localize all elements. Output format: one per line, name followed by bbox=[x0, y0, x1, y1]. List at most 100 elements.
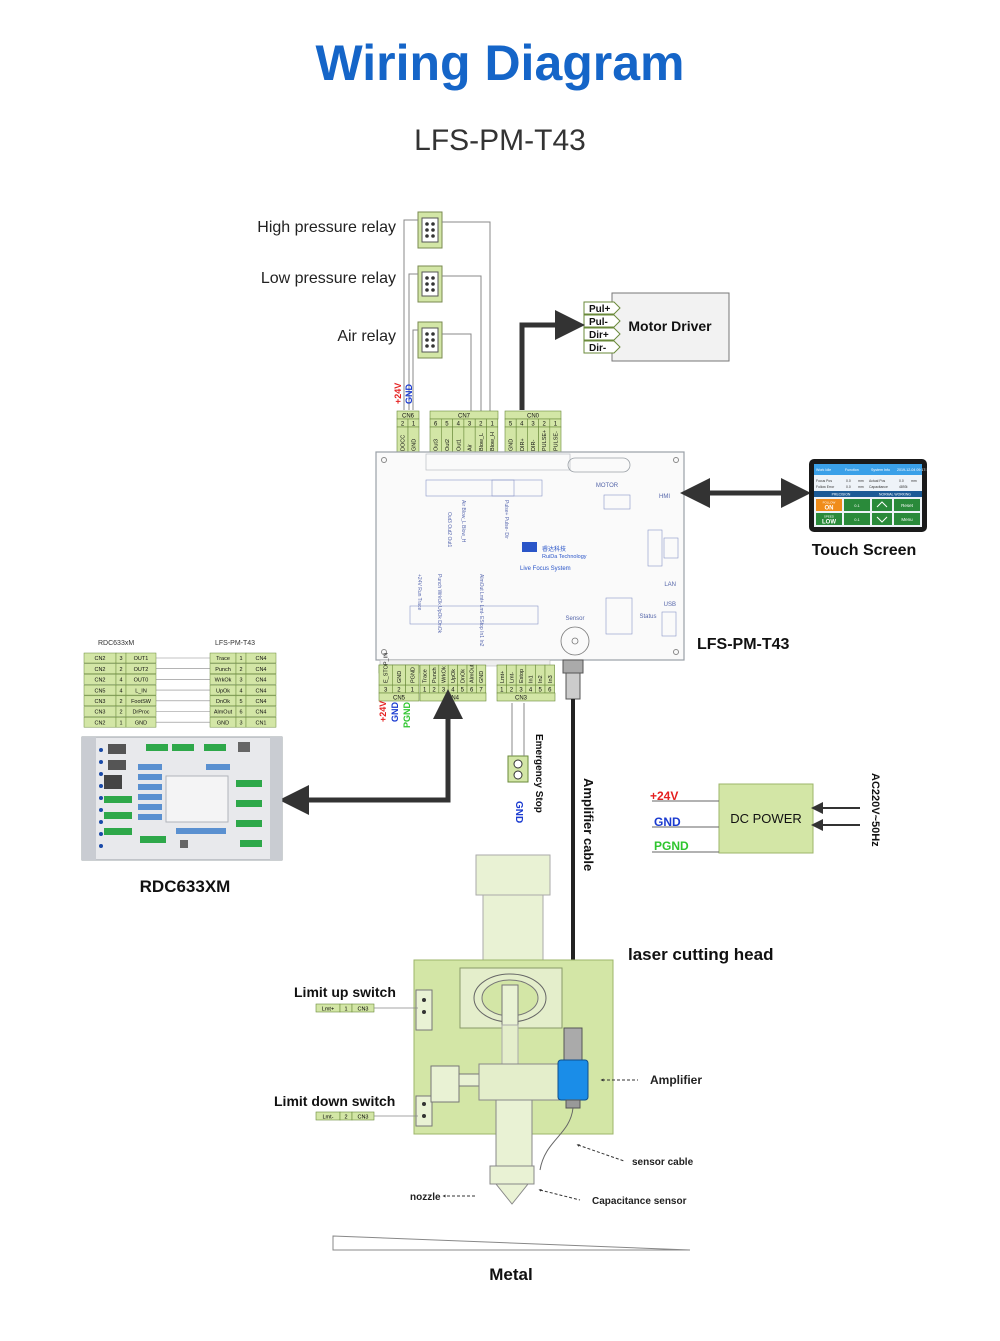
cn4-pin-name: DnOk bbox=[460, 669, 466, 683]
ts-step-val-1: 0.1 bbox=[854, 503, 860, 508]
motor-driver-pins: Pul+ Pul- Dir+ Dir- bbox=[583, 301, 621, 354]
board-system-label: Live Focus System bbox=[520, 566, 571, 572]
cn4-pin-name: Punch bbox=[432, 667, 438, 683]
board-lan-label: LAN bbox=[664, 582, 676, 588]
cn4-name: CN4 bbox=[447, 696, 460, 702]
table-cell: DnOk bbox=[216, 699, 230, 705]
cn0-pin-name: PULSE+ bbox=[542, 430, 548, 451]
board-brand-en: RuiDa Technology bbox=[542, 554, 587, 560]
table-cell: 6 bbox=[239, 710, 242, 716]
svg-text:Punch WrkOk UpOk DnOk: Punch WrkOk UpOk DnOk bbox=[436, 574, 442, 634]
cn6-gnd-label: GND bbox=[404, 384, 414, 405]
dc-gnd-label: GND bbox=[654, 815, 681, 829]
cn5-name: CN5 bbox=[393, 696, 406, 702]
cn0-pin-name: GND bbox=[509, 439, 515, 451]
ts-focus-unit: mm bbox=[858, 479, 864, 483]
rdc-table-header-left: RDC633xM bbox=[98, 640, 134, 647]
cn5-pgnd-label: PGND bbox=[402, 701, 412, 728]
motor-pin-dir-plus: Dir+ bbox=[589, 330, 609, 341]
ts-header-3: 2019-12-04 09:17:17 bbox=[897, 468, 930, 472]
table-cell: 2 bbox=[119, 710, 122, 716]
ts-low-button: LOW bbox=[822, 520, 836, 526]
dc-pgnd-label: PGND bbox=[654, 839, 689, 853]
board-motor-label: MOTOR bbox=[596, 483, 619, 489]
board-silkscreen: Out3 Out2 Out1 Air Blow_L Blow_H Pulse+ … bbox=[416, 500, 509, 647]
ts-on-button: ON bbox=[825, 506, 834, 512]
cn3-name: CN3 bbox=[515, 696, 528, 702]
dc-ac-label: AC220V~50Hz bbox=[869, 773, 881, 847]
table-cell: 4 bbox=[119, 678, 122, 684]
rdc-controller-image bbox=[81, 736, 283, 861]
limit-down-pin-conn: CN3 bbox=[357, 1115, 368, 1121]
cn0-pin-name: DIR+ bbox=[520, 438, 526, 451]
cn6-pin-num: 2 bbox=[401, 422, 405, 428]
cn0-pin-num: 3 bbox=[531, 422, 535, 428]
cn4-pin-name: GND bbox=[479, 671, 485, 683]
cn4-pin-num: 6 bbox=[470, 688, 474, 694]
cutting-head-label: laser cutting head bbox=[628, 945, 773, 964]
cn7-pin-num: 4 bbox=[457, 422, 461, 428]
cn3-pin-num: 3 bbox=[519, 688, 523, 694]
cn6-pin-name: GND bbox=[412, 439, 418, 451]
rdc-controller-label: RDC633XM bbox=[140, 877, 231, 896]
cn7-pin-num: 5 bbox=[445, 422, 449, 428]
table-cell: DrProc bbox=[132, 710, 149, 716]
cn3-pin-num: 6 bbox=[548, 688, 552, 694]
cn7-pin-num: 6 bbox=[434, 422, 438, 428]
board-brand-cn: 睿达科技 bbox=[542, 545, 566, 553]
table-cell: CN4 bbox=[255, 678, 266, 684]
table-cell: 3 bbox=[239, 678, 242, 684]
cn7-pin-name: Blow_L bbox=[479, 433, 485, 451]
ts-follow-unit: mm bbox=[858, 485, 864, 489]
cn7-pin-name: Out2 bbox=[445, 439, 451, 451]
cn3-pin-name: Lmt+ bbox=[500, 671, 506, 683]
relay-wires bbox=[403, 219, 491, 412]
relay-label-air: Air relay bbox=[337, 328, 396, 345]
rdc-table-header-right: LFS-PM-T43 bbox=[215, 640, 255, 647]
ts-menu-button: Menu bbox=[901, 517, 913, 522]
cn0-name: CN0 bbox=[527, 414, 540, 420]
metal-plate-icon bbox=[332, 1235, 691, 1251]
limit-down-label: Limit down switch bbox=[274, 1093, 395, 1109]
cn5-pin-name: E_STOP_IN bbox=[384, 653, 390, 683]
dc-power: DC POWER +24V GND PGND AC220V~50Hz bbox=[650, 773, 881, 854]
sensor-cable-label: sensor cable bbox=[632, 1157, 694, 1168]
table-cell: L_IN bbox=[135, 688, 147, 694]
touch-screen: Work Idle Function System Info 2019-12-0… bbox=[809, 459, 930, 532]
motor-pin-pul-plus: Pul+ bbox=[589, 304, 611, 315]
cn7-pin-num: 1 bbox=[490, 422, 494, 428]
ts-actual-val: 0.0 bbox=[899, 479, 904, 483]
table-cell: CN2 bbox=[94, 656, 105, 662]
table-cell: UpOk bbox=[216, 688, 230, 694]
svg-text:Air Blow_L Blow_H: Air Blow_L Blow_H bbox=[460, 500, 466, 543]
limit-up-pin-name: Lmt+ bbox=[322, 1007, 334, 1013]
motor-pin-dir-minus: Dir- bbox=[589, 343, 606, 354]
dc-24v-label: +24V bbox=[650, 789, 678, 803]
cn3-pin-name: Lmt- bbox=[509, 672, 515, 683]
cn6-pin-num: 1 bbox=[412, 422, 416, 428]
svg-text:AlmOut Lmt+ Lmt- EStop In1 In2: AlmOut Lmt+ Lmt- EStop In1 In2 bbox=[478, 574, 484, 647]
cn3-pin-name: In3 bbox=[548, 675, 554, 683]
ts-section-normal: NORMAL WORKING bbox=[879, 493, 911, 497]
chevron-down-icon bbox=[876, 516, 888, 523]
nozzle-label: nozzle bbox=[410, 1192, 441, 1203]
cn3-pin-name: In2 bbox=[538, 675, 544, 683]
cn0-pin-num: 2 bbox=[543, 422, 547, 428]
emergency-stop-label: Emergency Stop bbox=[533, 734, 544, 813]
ts-follow-small: FOLLOW bbox=[823, 501, 836, 505]
cn7-pin-name: Out3 bbox=[434, 439, 440, 451]
ts-follow-val: 0.0 bbox=[846, 485, 851, 489]
motor-pin-pul-minus: Pul- bbox=[589, 317, 608, 328]
table-cell: CN2 bbox=[94, 678, 105, 684]
capacitance-sensor-label: Capacitance sensor bbox=[592, 1196, 687, 1207]
emergency-stop: Emergency Stop GND bbox=[507, 703, 544, 823]
